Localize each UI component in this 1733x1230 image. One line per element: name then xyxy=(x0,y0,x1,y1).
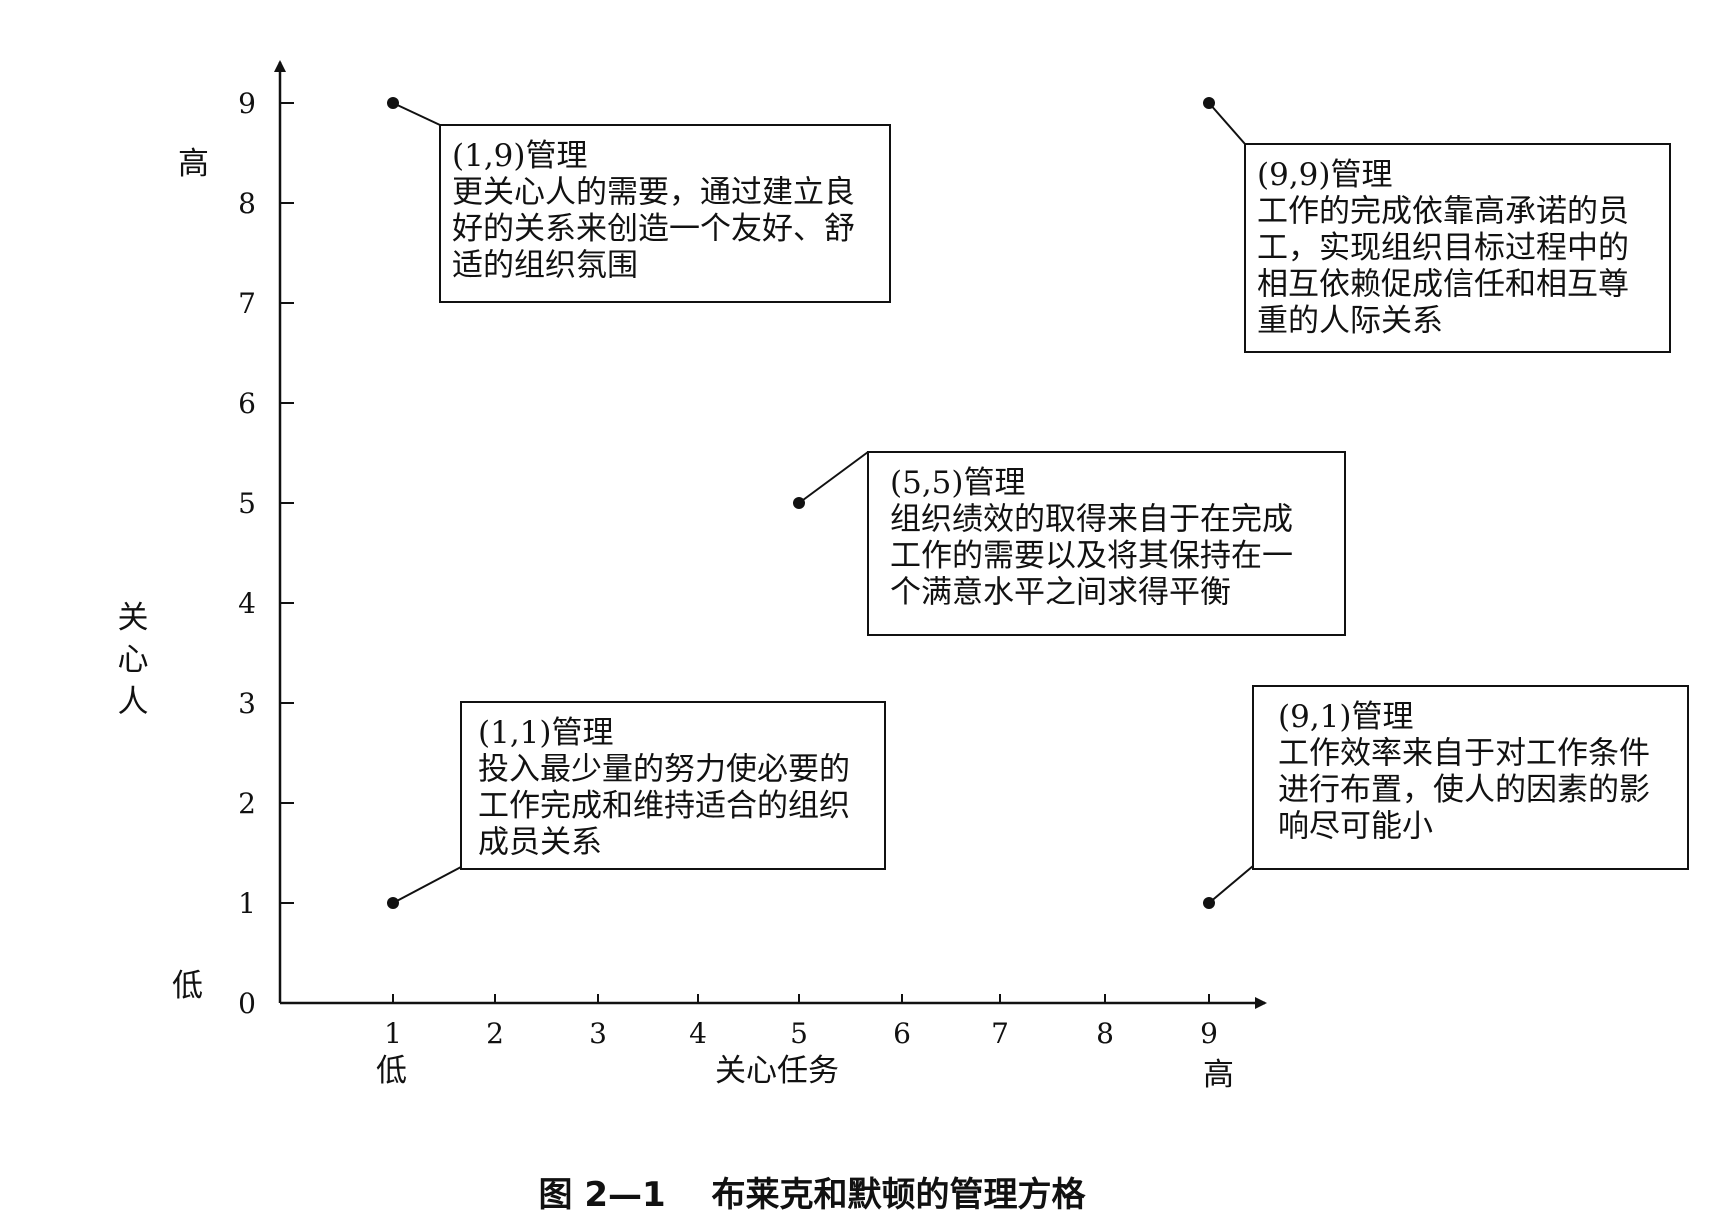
callout-box xyxy=(460,701,886,870)
y-axis-title: 关心人 xyxy=(118,600,149,720)
callout-box xyxy=(439,124,891,303)
grid-point xyxy=(793,497,805,509)
style-description-line: 工作的完成依靠高承诺的员 xyxy=(1257,194,1629,230)
style-description-line: 工作完成和维持适合的组织 xyxy=(478,788,850,824)
x-tick-label: 5 xyxy=(790,1017,808,1050)
management-styles: (1,9)管理更关心人的需要，通过建立良好的关系来创造一个友好、舒适的组织氛围(… xyxy=(387,97,1689,909)
y-tick-label: 9 xyxy=(238,87,256,120)
style-description-line: 重的人际关系 xyxy=(1257,303,1443,339)
figure-caption: 图 2—1 布莱克和默顿的管理方格 xyxy=(539,1175,1087,1215)
style-description-line: 适的组织氛围 xyxy=(452,248,638,284)
style-description-line: 好的关系来创造一个友好、舒 xyxy=(452,211,855,247)
y-axis-low-label: 低 xyxy=(172,968,203,1004)
y-tick-label: 6 xyxy=(238,387,256,420)
x-tick-label: 7 xyxy=(991,1017,1009,1050)
x-axis-high-label: 高 xyxy=(1203,1057,1234,1093)
callout-box xyxy=(867,451,1346,636)
y-axis-title-char: 关 xyxy=(118,600,149,636)
y-tick-label: 3 xyxy=(238,687,256,720)
style-title: (1,9)管理 xyxy=(452,138,588,174)
style-description-line: 工，实现组织目标过程中的 xyxy=(1257,230,1629,266)
x-tick-label: 2 xyxy=(486,1017,504,1050)
y-axis-title-char: 人 xyxy=(118,684,149,720)
x-axis-ticks: 1 2 3 4 5 6 7 8 9 xyxy=(384,994,1218,1050)
grid-point xyxy=(1203,897,1215,909)
x-tick-label: 8 xyxy=(1096,1017,1114,1050)
style-description-line: 进行布置，使人的因素的影 xyxy=(1278,772,1650,808)
connector-line xyxy=(392,102,441,126)
style-title: (9,1)管理 xyxy=(1278,699,1414,735)
style-title: (1,1)管理 xyxy=(478,715,614,751)
y-tick-label: 0 xyxy=(238,987,256,1020)
callout-box xyxy=(1244,143,1671,353)
style-description-line: 组织绩效的取得来自于在完成 xyxy=(890,502,1293,538)
y-axis-ticks: 0 1 2 3 4 5 6 7 8 9 xyxy=(238,87,294,1020)
y-tick-label: 2 xyxy=(238,787,256,820)
style-title: (9,9)管理 xyxy=(1257,157,1393,193)
grid-point xyxy=(387,97,399,109)
style-title: (5,5)管理 xyxy=(890,465,1026,501)
style-5-5: (5,5)管理组织绩效的取得来自于在完成工作的需要以及将其保持在一个满意水平之间… xyxy=(793,451,1346,636)
style-description-line: 工作的需要以及将其保持在一 xyxy=(890,538,1293,574)
connector-line xyxy=(392,866,462,904)
x-tick-label: 1 xyxy=(384,1017,402,1050)
x-tick-label: 6 xyxy=(893,1017,911,1050)
style-description-line: 工作效率来自于对工作条件 xyxy=(1278,736,1650,772)
x-tick-label: 9 xyxy=(1200,1017,1218,1050)
connector-line xyxy=(1208,865,1254,904)
style-9-9: (9,9)管理工作的完成依靠高承诺的员工，实现组织目标过程中的相互依赖促成信任和… xyxy=(1203,97,1671,353)
grid-point xyxy=(1203,97,1215,109)
y-tick-label: 7 xyxy=(238,287,256,320)
style-description-line: 相互依赖促成信任和相互尊 xyxy=(1257,267,1629,303)
x-tick-label: 4 xyxy=(689,1017,707,1050)
connector-line xyxy=(1208,102,1246,145)
x-tick-label: 3 xyxy=(589,1017,607,1050)
style-description-line: 成员关系 xyxy=(478,825,602,861)
style-description-line: 响尽可能小 xyxy=(1278,809,1433,845)
y-tick-label: 4 xyxy=(238,587,256,620)
style-description-line: 更关心人的需要，通过建立良 xyxy=(452,175,855,211)
connector-line xyxy=(798,451,869,504)
style-description-line: 投入最少量的努力使必要的 xyxy=(478,752,850,788)
y-tick-label: 1 xyxy=(238,887,256,920)
x-axis-low-label: 低 xyxy=(376,1053,407,1089)
style-description-line: 个满意水平之间求得平衡 xyxy=(890,575,1231,611)
y-tick-label: 5 xyxy=(238,487,256,520)
x-axis-title: 关心任务 xyxy=(715,1053,839,1089)
callout-box xyxy=(1252,685,1689,870)
grid-point xyxy=(387,897,399,909)
y-tick-label: 8 xyxy=(238,187,256,220)
y-axis-high-label: 高 xyxy=(178,146,209,182)
y-axis-title-char: 心 xyxy=(118,642,149,678)
